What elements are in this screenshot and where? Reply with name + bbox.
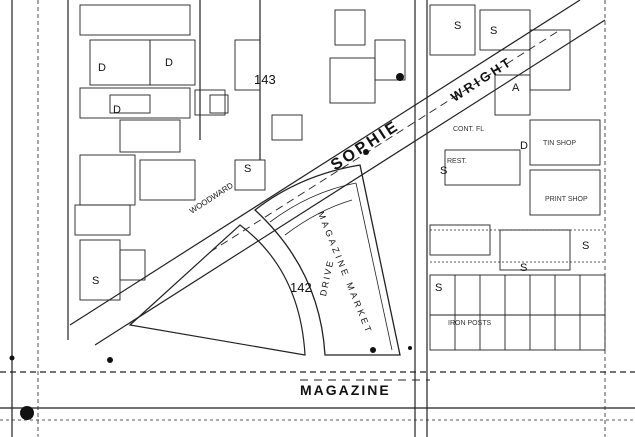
annotation-iron-posts: IRON POSTS — [448, 320, 492, 327]
building-letter: S — [520, 262, 528, 274]
magazine-market-building — [253, 164, 401, 356]
annotation-cont-fl: CONT. FL — [453, 126, 485, 133]
right-block-buildings — [429, 4, 606, 351]
block-143-buildings — [271, 9, 406, 141]
left-block-buildings — [74, 4, 266, 301]
building-letter: S — [440, 165, 448, 177]
fire-limit-line — [430, 229, 605, 263]
building-letter: D — [113, 104, 121, 116]
hydrant-markers — [9, 73, 412, 420]
building-letter: S — [454, 20, 462, 32]
street-label-magazine: MAGAZINE — [300, 382, 391, 398]
building-letter: S — [582, 240, 590, 252]
building-letter: D — [165, 57, 173, 69]
building-letter: S — [92, 275, 100, 287]
building-letter: S — [435, 282, 443, 294]
block-142-outline — [128, 224, 306, 356]
annotation-tin-shop: TIN SHOP — [543, 140, 577, 147]
building-letter: D — [98, 62, 106, 74]
block-number-142: 142 — [290, 280, 312, 295]
building-letter: S — [244, 163, 252, 175]
building-letter: S — [490, 25, 498, 37]
annotation-rest: REST. — [447, 158, 467, 165]
annotation-print-shop: PRINT SHOP — [545, 196, 588, 203]
building-letter: D — [520, 140, 528, 152]
block-number-143: 143 — [254, 72, 276, 87]
building-letter: A — [512, 82, 520, 94]
